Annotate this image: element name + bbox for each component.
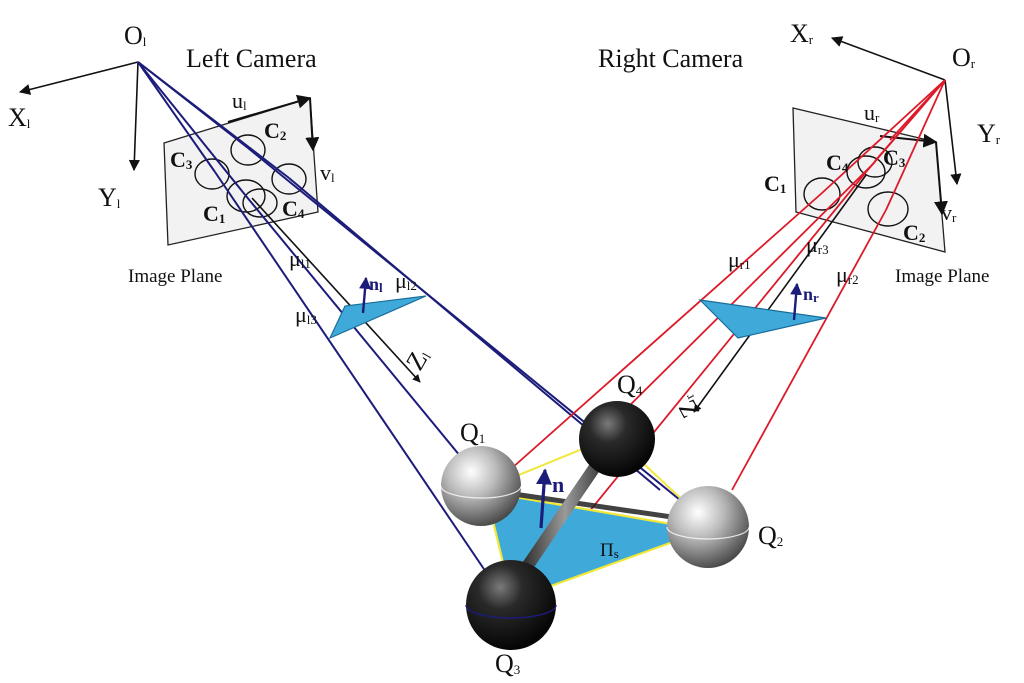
left-camera-group: Left Camera Ol Xl Yl ul vl Image Plane C…	[8, 21, 681, 579]
sphere-q2-label: Q2	[758, 521, 783, 550]
right-normal-triangle	[698, 299, 827, 339]
right-c3-label: C3	[883, 145, 906, 170]
left-x-axis-label: Xl	[8, 103, 31, 132]
left-z-axis-label: Zl	[400, 343, 435, 375]
right-mu3-label: μr3	[806, 232, 829, 257]
left-y-axis-line	[128, 61, 140, 172]
left-v-axis-line	[305, 97, 320, 152]
right-v-axis-label: vr	[941, 200, 957, 225]
right-u-axis-label: ur	[864, 100, 880, 125]
right-mu1-label: μr1	[728, 247, 751, 272]
left-c2-label: C2	[264, 118, 286, 143]
left-normal-arrow	[359, 276, 372, 314]
left-c3-label: C3	[170, 147, 193, 172]
right-y-axis-line	[944, 79, 962, 186]
right-c1-label: C1	[764, 171, 786, 196]
right-circle-c2	[867, 191, 909, 227]
sphere-scene: n Πs Q1 Q2 Q3 Q4	[440, 370, 783, 678]
right-circle-c3	[857, 146, 893, 178]
left-circle-c4	[271, 163, 307, 195]
left-x-axis-line	[18, 61, 139, 95]
right-y-axis-label: Yr	[977, 119, 1001, 148]
sphere-q3-label: Q3	[495, 649, 520, 678]
left-v-axis-label: vl	[320, 160, 335, 185]
rod	[512, 440, 618, 582]
left-camera-title: Left Camera	[186, 44, 317, 73]
sphere-q1	[440, 446, 522, 526]
left-mu3-label: μl3	[295, 302, 317, 327]
left-u-axis-line	[227, 94, 312, 123]
plane-normal-label: n	[552, 472, 564, 497]
sphere-q4-label: Q4	[617, 370, 643, 399]
plane-normal-arrow	[536, 468, 552, 529]
left-c1-label: C1	[203, 201, 225, 226]
left-z-axis-line	[251, 197, 421, 383]
left-normal-label: nl	[369, 274, 383, 295]
right-x-axis-line	[830, 36, 946, 81]
right-v-axis-line	[933, 141, 948, 216]
right-c4-label: C4	[826, 150, 849, 175]
left-circle-c2	[230, 134, 266, 166]
right-x-axis-label: Xr	[790, 19, 814, 48]
right-camera-title: Right Camera	[598, 44, 744, 73]
right-circle-c1	[803, 177, 841, 211]
right-projection-rays	[511, 79, 946, 573]
right-image-circles	[803, 146, 909, 227]
left-origin-label: Ol	[124, 21, 147, 50]
left-c4-label: C4	[282, 196, 305, 221]
sphere-q3	[465, 560, 557, 650]
left-mu2-label: μl2	[395, 268, 417, 293]
left-y-axis-label: Yl	[98, 183, 121, 212]
right-mu2-label: μr2	[836, 262, 859, 287]
sphere-q4	[579, 401, 655, 477]
right-normal-arrow	[790, 282, 803, 321]
sphere-q1-label: Q1	[460, 418, 485, 447]
left-normal-triangle	[328, 295, 427, 340]
right-circle-c4	[846, 155, 886, 189]
right-u-axis-line	[879, 133, 938, 148]
right-z-axis-line	[693, 174, 867, 413]
right-origin-label: Or	[952, 43, 976, 72]
right-image-plane-label: Image Plane	[895, 266, 989, 287]
right-c2-label: C2	[903, 220, 925, 245]
plane-label: Πs	[600, 540, 619, 561]
sphere-q2	[666, 486, 750, 568]
left-circle-c1b	[242, 188, 278, 218]
left-mu1-label: μl1	[289, 246, 311, 271]
left-u-axis-label: ul	[232, 88, 247, 113]
left-image-plane-label: Image Plane	[128, 266, 222, 287]
right-normal-label: nr	[803, 284, 819, 305]
right-camera-group: Right Camera Or Xr Yr ur vr Image Plane …	[511, 19, 1001, 573]
